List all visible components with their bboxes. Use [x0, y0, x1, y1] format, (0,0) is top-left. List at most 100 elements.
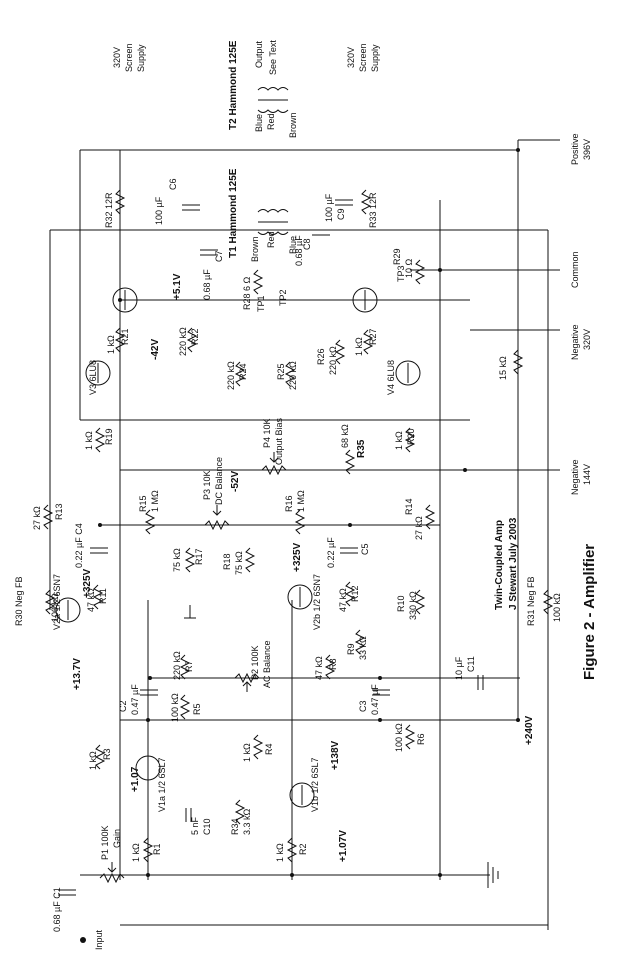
r15k-body	[512, 349, 524, 375]
r13-value: 27 kΩ	[32, 506, 42, 530]
r2-body	[286, 837, 298, 863]
r19-name: R19	[104, 428, 114, 445]
r12-value: 47 kΩ	[338, 588, 348, 612]
r4-value: 1 kΩ	[242, 743, 252, 762]
r10-body	[414, 589, 426, 615]
r24-body	[234, 361, 246, 387]
r26-name: R26	[316, 348, 326, 365]
r30-value: 100 kΩ	[50, 593, 60, 622]
p4-body	[261, 464, 287, 476]
screen-supply-left-voltage: 320V	[112, 47, 122, 68]
p4-wiper	[269, 452, 279, 463]
r29-body	[414, 259, 426, 285]
r12-name: R12	[350, 585, 360, 602]
v2b-envelope	[287, 584, 313, 610]
r22-body	[186, 327, 198, 353]
r7-name: R7	[184, 660, 194, 672]
r31-body	[542, 589, 554, 615]
v2a-cathode-voltage: +13.7V	[72, 658, 83, 690]
t1-label: T1 Hammond 125E	[228, 168, 239, 258]
r6-value: 100 kΩ	[394, 723, 404, 752]
v2a-plate-voltage: +325V	[82, 568, 93, 598]
t2-red-label: Red	[266, 113, 276, 130]
output-label: Output	[254, 40, 264, 68]
r22-name: R22	[190, 328, 200, 345]
see-text-label: See Text	[268, 40, 278, 75]
transformers	[257, 87, 289, 235]
junction-dot	[516, 718, 520, 722]
r12-body	[344, 581, 356, 607]
c3-value: 0.47 µF	[370, 684, 380, 715]
capacitors	[58, 199, 484, 896]
v1b-envelope	[289, 782, 315, 808]
r18-value: 75 kΩ	[234, 551, 244, 575]
r6-body	[404, 724, 416, 750]
labels: Input 0.68 µF C1 P1 100K Gain 1 kΩ R1 1 …	[14, 40, 598, 950]
r17-body	[184, 547, 196, 573]
p4-label: P4 10K	[262, 418, 272, 448]
p2-body	[234, 672, 260, 684]
p4-output-bias-label: Output Bias	[274, 417, 284, 465]
junction-dot	[438, 873, 442, 877]
r5-value: 100 kΩ	[170, 693, 180, 722]
c10-value: 5 nF	[190, 816, 200, 835]
r6-name: R6	[416, 733, 426, 745]
r21-value: 1 kΩ	[106, 335, 116, 354]
v1b-label: V1b 1/2 6SL7	[310, 757, 320, 812]
r4-name: R4	[264, 743, 274, 755]
v4-label: V4 6LU8	[386, 360, 396, 395]
r3-value: 1 kΩ	[88, 751, 98, 770]
r15-value: 1 MΩ	[150, 490, 160, 512]
r27-name: R27	[368, 328, 378, 345]
r31-value: 100 kΩ	[552, 593, 562, 622]
c7-value: 0.68 µF	[202, 269, 212, 300]
c7-name: C7	[214, 250, 224, 262]
r25-value: 220 kΩ	[288, 361, 298, 390]
r14-body	[424, 504, 436, 530]
v2a-label: V2a 1/2 6SN7	[52, 574, 62, 630]
r21-body	[114, 327, 126, 353]
r25-body	[284, 361, 296, 387]
t2-blue-label: Blue	[254, 114, 264, 132]
r9-value: 33 kΩ	[358, 636, 368, 660]
r11-body	[92, 584, 104, 610]
v2b-plate-voltage: +325V	[292, 542, 303, 572]
v2a-envelope	[55, 597, 81, 623]
r26-value: 220 kΩ	[328, 346, 338, 375]
r15-name: R15	[138, 495, 148, 512]
c2-name: C2	[118, 700, 128, 712]
c9-name: C9	[336, 208, 346, 220]
r10-name: R10	[396, 595, 406, 612]
r32-body	[114, 189, 126, 215]
v1b-plate-voltage: +138V	[330, 740, 341, 770]
p1-body	[99, 872, 125, 884]
junction-dot	[378, 718, 382, 722]
c8-name: C8	[302, 238, 312, 250]
t2-label: T2 Hammond 125E	[228, 40, 239, 130]
r16-value: 1 MΩ	[296, 490, 306, 512]
t1-blue-label: Blue	[288, 236, 298, 254]
r17-name: R17	[194, 548, 204, 565]
r13-name: R13	[54, 503, 64, 520]
r34-body	[234, 799, 246, 825]
r24-name: R24	[238, 363, 248, 380]
figure-title: Figure 2 - Amplifier	[581, 544, 598, 680]
r2-name: R2	[298, 843, 308, 855]
positive-voltage: 396V	[582, 139, 592, 160]
t2-secondary-coil	[257, 87, 289, 91]
t1-primary-coil	[257, 231, 289, 235]
r9-body	[354, 629, 366, 655]
junction-dot	[378, 676, 382, 680]
p3-wiper	[212, 505, 222, 516]
tp3-label: TP3	[396, 265, 406, 282]
c3-name: C3	[358, 700, 368, 712]
negative-144-voltage: 144V	[582, 464, 592, 485]
potentiometers	[99, 452, 287, 884]
resistors	[42, 189, 554, 863]
r21-name: R21	[120, 328, 130, 345]
junction-dot	[146, 873, 150, 877]
r17-value: 75 kΩ	[172, 548, 182, 572]
positive-label: Positive	[570, 133, 580, 165]
v3-label: V3 6LU8	[88, 360, 98, 395]
r28-body	[252, 269, 264, 295]
